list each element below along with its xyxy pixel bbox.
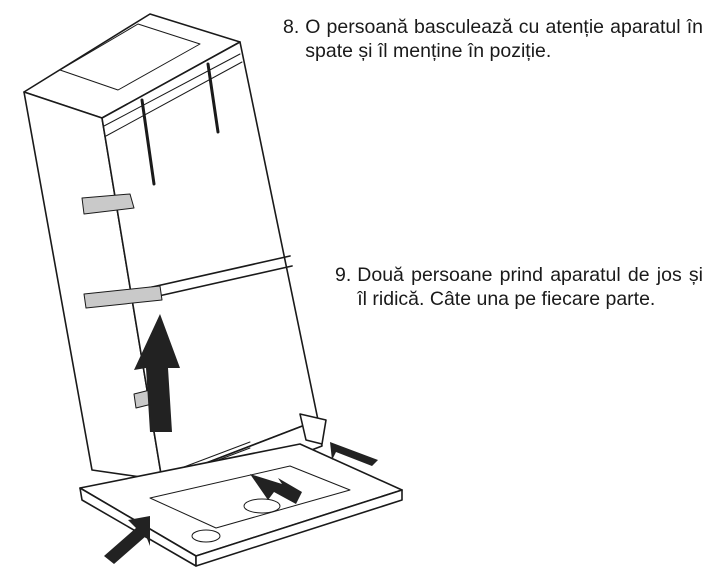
diagonal-arrow-icon — [104, 516, 150, 564]
appliance-illustration — [23, 13, 403, 567]
step-text: Două persoane prind aparatul de jos și î… — [357, 264, 703, 310]
instruction-step-8: 8. O persoană basculează cu atenție apar… — [283, 15, 703, 63]
diagonal-arrow-icon — [250, 474, 302, 504]
appliance-body — [23, 13, 327, 507]
step-text: O persoană basculează cu atenție aparatu… — [305, 16, 703, 62]
instruction-step-9: 9. Două persoane prind aparatul de jos ș… — [335, 263, 703, 311]
step-number: 8. — [283, 16, 300, 38]
up-arrow-icon — [134, 314, 180, 432]
step-number: 9. — [335, 264, 352, 286]
diagonal-arrow-icon — [330, 442, 378, 466]
